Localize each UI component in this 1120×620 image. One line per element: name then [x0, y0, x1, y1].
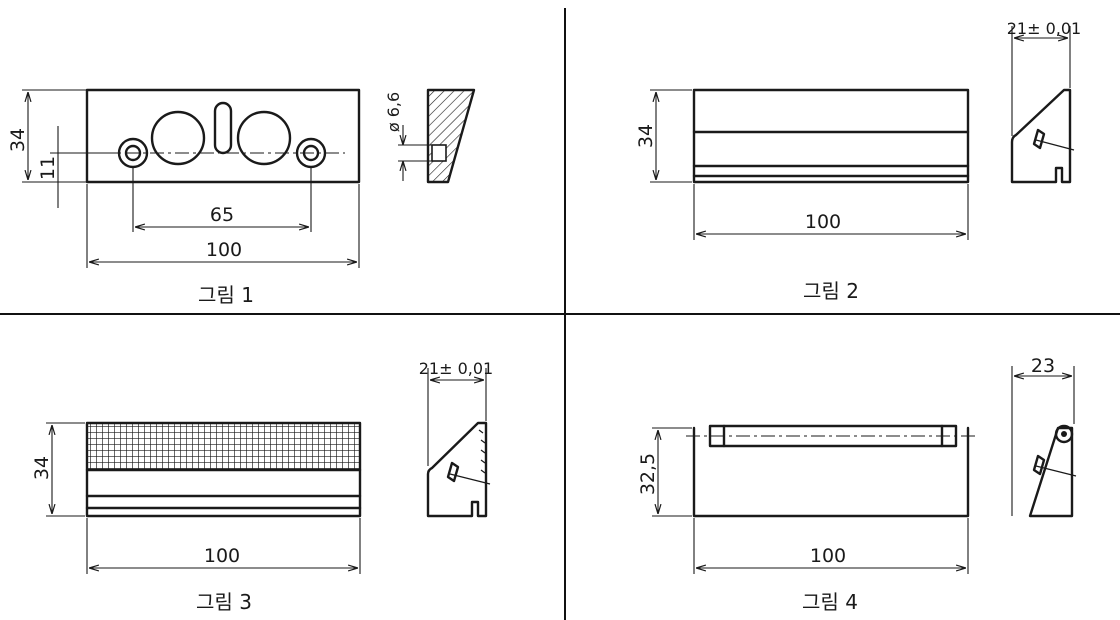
figure-3-side-view: 21± 0,01: [419, 359, 493, 518]
figure-1-dimensions: 34 11 65 100: [7, 89, 360, 268]
width-label: 100: [805, 211, 841, 233]
figure-2-side-view: 21± 0,01: [1007, 19, 1081, 184]
width-label: 100: [206, 239, 242, 261]
knurled-grip-surface: [88, 424, 360, 470]
height-label: 32,5: [637, 453, 659, 495]
depth-label: 21± 0,01: [1007, 19, 1081, 38]
hole-diameter-label: ø 6,6: [384, 92, 403, 132]
figure-4-side-view: 23: [1011, 355, 1077, 518]
figure-2-dimensions: 34 100: [635, 89, 969, 240]
depth-label: 21± 0,01: [419, 359, 493, 378]
figure-3-dimensions: 34 100: [31, 422, 361, 574]
figure-caption: 그림 2: [803, 279, 859, 303]
figure-caption: 그림 1: [198, 283, 254, 307]
width-label: 100: [810, 545, 846, 567]
figure-2-front-view: [692, 88, 970, 184]
figure-4-dimensions: 32,5 100: [637, 427, 969, 574]
figure-4: 32,5 100 23 그림 4: [637, 355, 1077, 614]
depth-label: 23: [1031, 355, 1055, 377]
width-label: 100: [204, 545, 240, 567]
figure-2: 34 100 21± 0,01 그림 2: [635, 19, 1081, 303]
hole-spacing-label: 65: [210, 204, 234, 226]
figure-caption: 그림 3: [196, 590, 252, 614]
figure-3: 34 100 21± 0,01 그림 3: [31, 359, 493, 614]
figure-1-front-view: [85, 88, 361, 184]
figure-3-front-view: [85, 421, 362, 518]
figure-4-front-view: [686, 424, 976, 518]
figure-caption: 그림 4: [802, 590, 858, 614]
figure-1-side-section: ø 6,6: [384, 88, 476, 184]
hole-offset-label: 11: [37, 156, 59, 180]
figure-1: 34 11 65 100 ø 6,6 그림 1: [7, 88, 476, 307]
height-label: 34: [31, 456, 53, 480]
height-label: 34: [7, 128, 29, 152]
height-label: 34: [635, 124, 657, 148]
